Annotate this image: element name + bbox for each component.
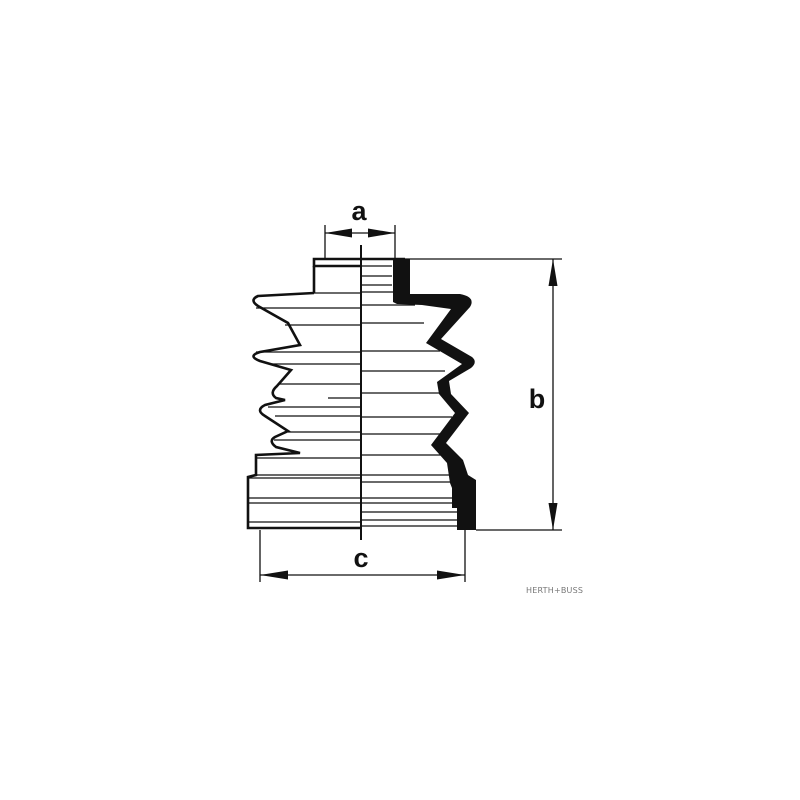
dimension-b [405, 258, 562, 531]
dimension-a [324, 225, 396, 259]
dimension-c [259, 530, 466, 582]
boot-exterior-outline [246, 257, 362, 530]
brand-logo: HERTH+BUSS [526, 586, 583, 595]
dimension-label-b: b [529, 384, 546, 414]
dimension-label-c: c [353, 543, 368, 573]
boot-section-view [360, 257, 460, 527]
dimension-label-a: a [351, 196, 367, 226]
boot-wall-section [393, 259, 476, 530]
